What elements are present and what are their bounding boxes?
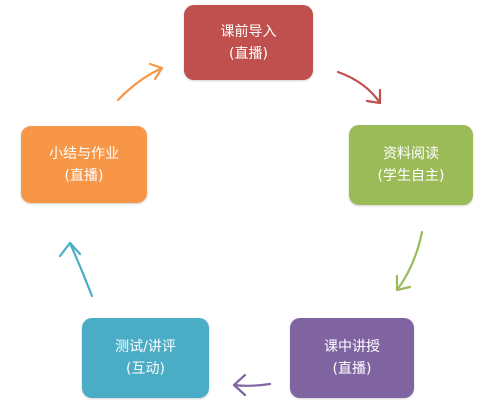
- node-subtitle: (直播): [64, 167, 104, 184]
- node-title: 课前导入: [220, 23, 277, 40]
- arrow-bottom-right-to-bottom-left: [232, 373, 272, 397]
- node-subtitle: (直播): [229, 45, 268, 62]
- arrow-bottom-left-to-left: [58, 241, 94, 298]
- node-in-class-lecture: 课中讲授 (直播): [290, 318, 414, 398]
- node-pre-class-intro: 课前导入 (直播): [184, 5, 313, 80]
- node-subtitle: (直播): [332, 361, 372, 377]
- node-subtitle: (学生自主): [377, 168, 445, 184]
- arrow-right-to-bottom-right: [395, 230, 424, 292]
- node-test-review: 测试/讲评 (互动): [82, 318, 209, 398]
- arrow-top-to-right: [336, 70, 382, 105]
- node-title: 测试/讲评: [115, 339, 176, 355]
- node-title: 课中讲授: [324, 339, 380, 355]
- node-title: 小结与作业: [49, 145, 119, 162]
- node-subtitle: (互动): [126, 361, 165, 377]
- arrow-left-to-top: [116, 62, 164, 102]
- node-material-reading: 资料阅读 (学生自主): [349, 125, 473, 205]
- node-title: 资料阅读: [383, 146, 439, 162]
- node-summary-homework: 小结与作业 (直播): [21, 126, 147, 203]
